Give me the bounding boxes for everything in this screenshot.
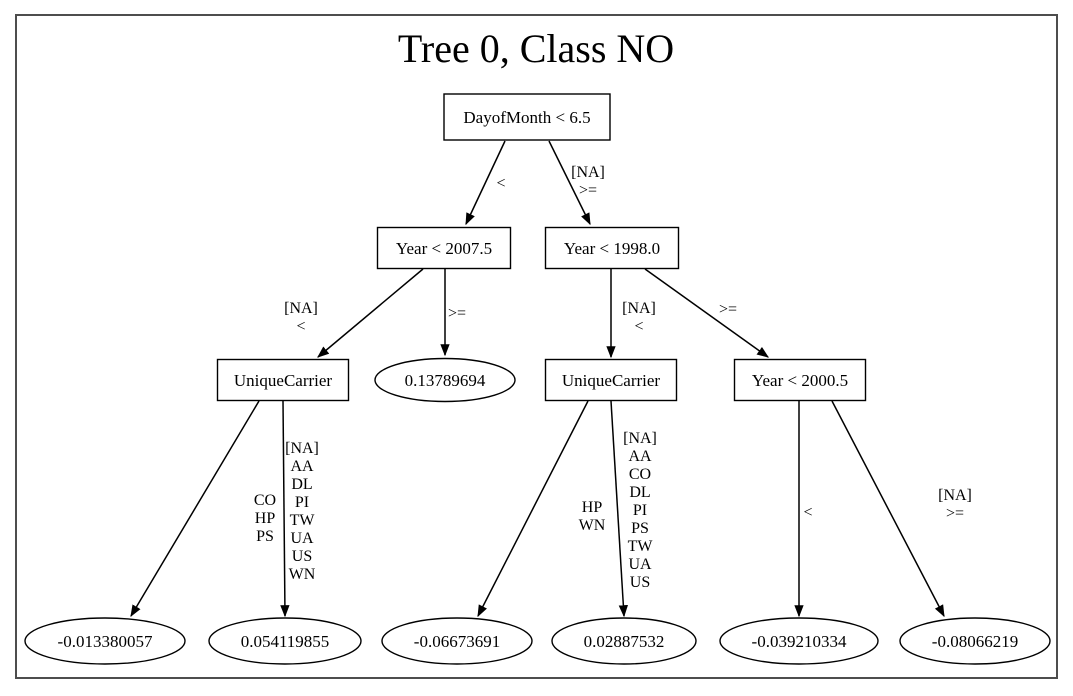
leaf-shape [374, 357, 516, 403]
leaf-node-n9[interactable]: -0.06673691 [381, 617, 533, 665]
split-node-n5[interactable]: UniqueCarrier [544, 358, 678, 402]
edge-label-n0-n1: < [496, 175, 505, 192]
tree-edge-n0-n1 [465, 140, 506, 226]
node-label: -0.08066219 [932, 632, 1018, 651]
leaf-node-n11[interactable]: -0.039210334 [719, 617, 879, 665]
split-node-n3[interactable]: UniqueCarrier [216, 358, 350, 402]
tree-edge-n0-n2 [548, 140, 591, 226]
leaf-node-n10[interactable]: 0.02887532 [551, 617, 697, 665]
edge-label-n0-n2: [NA]>= [571, 164, 605, 199]
node-label: -0.013380057 [58, 632, 153, 651]
node-label: Year < 2007.5 [396, 239, 492, 258]
leaf-shape [719, 617, 879, 665]
edge-label-n2-n6: >= [719, 301, 737, 318]
tree-edge-n5-n9 [477, 400, 589, 618]
node-label: 0.02887532 [584, 632, 665, 651]
edge-label-n6-n11: < [803, 504, 812, 521]
node-label: 0.054119855 [241, 632, 330, 651]
node-label: -0.06673691 [414, 632, 500, 651]
node-shape [443, 93, 611, 141]
edge-label-n2-n5: [NA]< [622, 300, 656, 335]
leaf-shape [208, 617, 362, 665]
edge-label-n1-n4: >= [448, 305, 466, 322]
node-label: Year < 2000.5 [752, 371, 848, 390]
node-label: Year < 1998.0 [564, 239, 660, 258]
leaf-shape [24, 617, 186, 665]
node-label: UniqueCarrier [234, 371, 333, 390]
leaf-node-n4[interactable]: 0.13789694 [374, 357, 516, 403]
page-title: Tree 0, Class NO [398, 26, 674, 71]
leaf-shape [899, 617, 1051, 665]
leaf-node-n12[interactable]: -0.08066219 [899, 617, 1051, 665]
leaf-shape [381, 617, 533, 665]
node-label: UniqueCarrier [562, 371, 661, 390]
node-shape [733, 358, 867, 402]
tree-edge-n3-n8 [280, 400, 290, 618]
node-shape [376, 226, 512, 270]
edge-label-n1-n3: [NA]< [284, 300, 318, 335]
node-shape [544, 358, 678, 402]
leaf-node-n7[interactable]: -0.013380057 [24, 617, 186, 665]
split-node-n6[interactable]: Year < 2000.5 [733, 358, 867, 402]
tree-edge-n1-n3 [317, 268, 424, 358]
split-node-n2[interactable]: Year < 1998.0 [544, 226, 680, 270]
split-node-n1[interactable]: Year < 2007.5 [376, 226, 512, 270]
leaf-node-n8[interactable]: 0.054119855 [208, 617, 362, 665]
split-node-n0[interactable]: DayofMonth < 6.5 [443, 93, 611, 141]
tree-edge-n3-n7 [130, 400, 260, 618]
edge-label-n6-n12: [NA]>= [938, 487, 972, 522]
tree-edge-n6-n12 [831, 400, 945, 618]
node-shape [216, 358, 350, 402]
tree-edge-n2-n6 [644, 268, 769, 358]
node-label: -0.039210334 [752, 632, 847, 651]
node-label: 0.13789694 [405, 371, 486, 390]
tree-edge-n5-n10 [610, 400, 628, 618]
node-shape [544, 226, 680, 270]
leaf-shape [551, 617, 697, 665]
node-label: DayofMonth < 6.5 [463, 108, 590, 127]
